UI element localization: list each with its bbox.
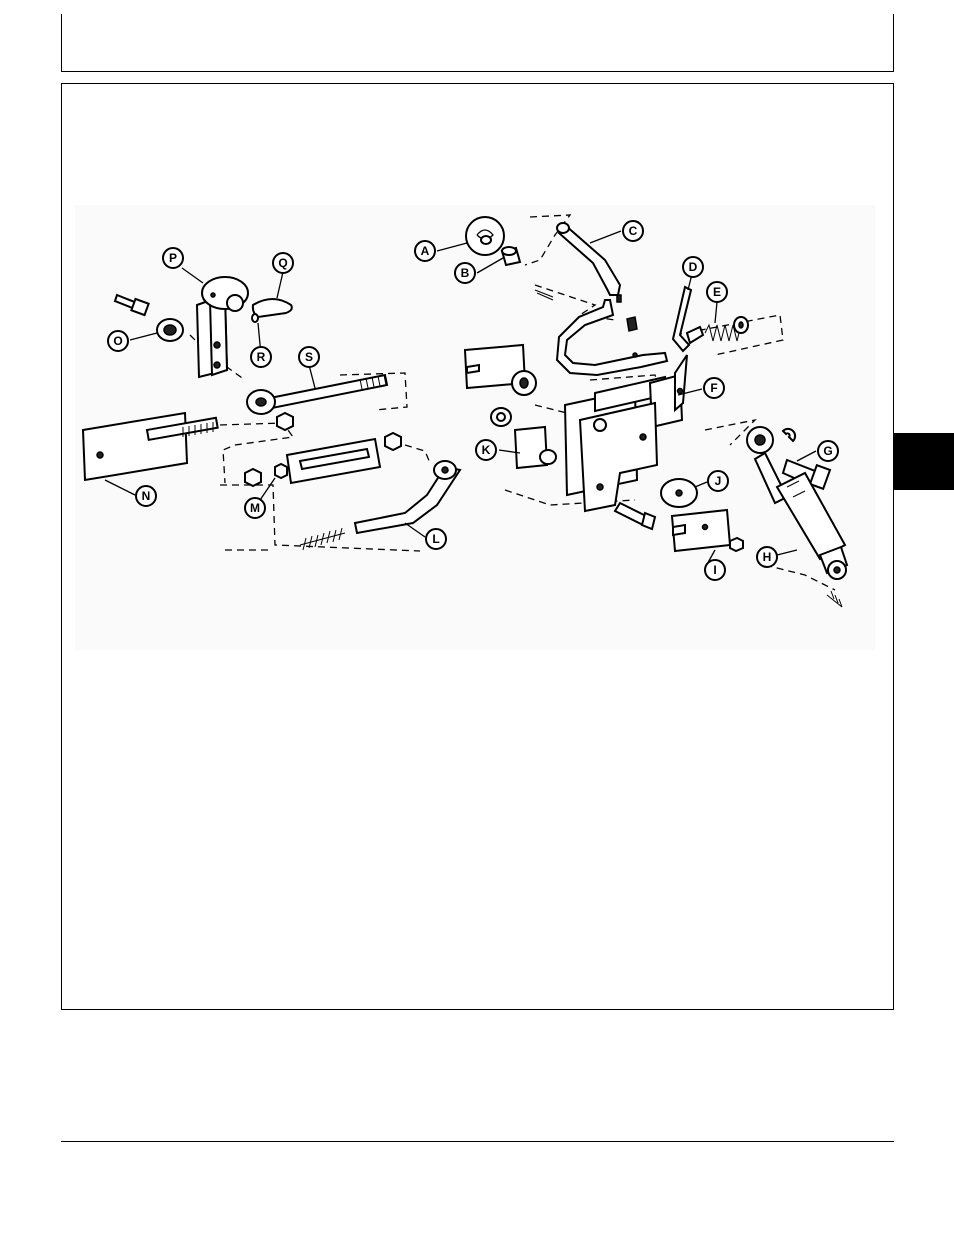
callout-d: D [683, 257, 703, 277]
callout-o: O [108, 331, 128, 351]
callout-r: R [251, 347, 271, 367]
part-r-pin [252, 314, 258, 322]
part-b-bushing [502, 247, 520, 265]
callout-n: N [136, 486, 156, 506]
callout-k-label: K [482, 443, 491, 457]
callout-r-label: R [257, 350, 266, 364]
callout-p-label: P [169, 251, 177, 265]
callout-g-label: G [823, 444, 832, 458]
callout-h: H [757, 547, 777, 567]
callout-p: P [163, 248, 183, 268]
callout-b: B [455, 263, 475, 283]
callout-c: C [623, 221, 643, 241]
callout-q-label: Q [278, 256, 287, 270]
callout-f-label: F [710, 381, 717, 395]
callout-s: S [299, 347, 319, 367]
page-header-frame [61, 14, 894, 72]
callout-b-label: B [461, 266, 470, 280]
callout-j-label: J [715, 474, 722, 488]
callout-i: I [705, 560, 725, 580]
callout-i-label: I [713, 563, 716, 577]
part-a-knob [466, 217, 504, 255]
callout-l: L [426, 529, 446, 549]
exploded-parts-diagram: A B C D E F G H I J K L [75, 205, 875, 650]
part-j-washer [661, 479, 697, 507]
callout-c-label: C [629, 224, 638, 238]
callout-h-label: H [763, 550, 772, 564]
callout-l-label: L [432, 532, 439, 546]
callout-m: M [245, 498, 265, 518]
callout-o-label: O [113, 334, 122, 348]
callout-a-label: A [421, 244, 430, 258]
callout-j: J [708, 471, 728, 491]
callout-d-label: D [689, 260, 698, 274]
callout-s-label: S [305, 350, 313, 364]
callout-f: F [704, 378, 724, 398]
callout-m-label: M [250, 501, 260, 515]
callout-g: G [818, 441, 838, 461]
callout-e: E [707, 282, 727, 302]
callout-e-label: E [713, 285, 721, 299]
callout-k: K [476, 440, 496, 460]
callout-n-label: N [142, 489, 151, 503]
footer-rule [61, 1141, 894, 1142]
callout-q: Q [273, 253, 293, 273]
callout-a: A [415, 241, 435, 261]
section-tab [894, 433, 954, 490]
